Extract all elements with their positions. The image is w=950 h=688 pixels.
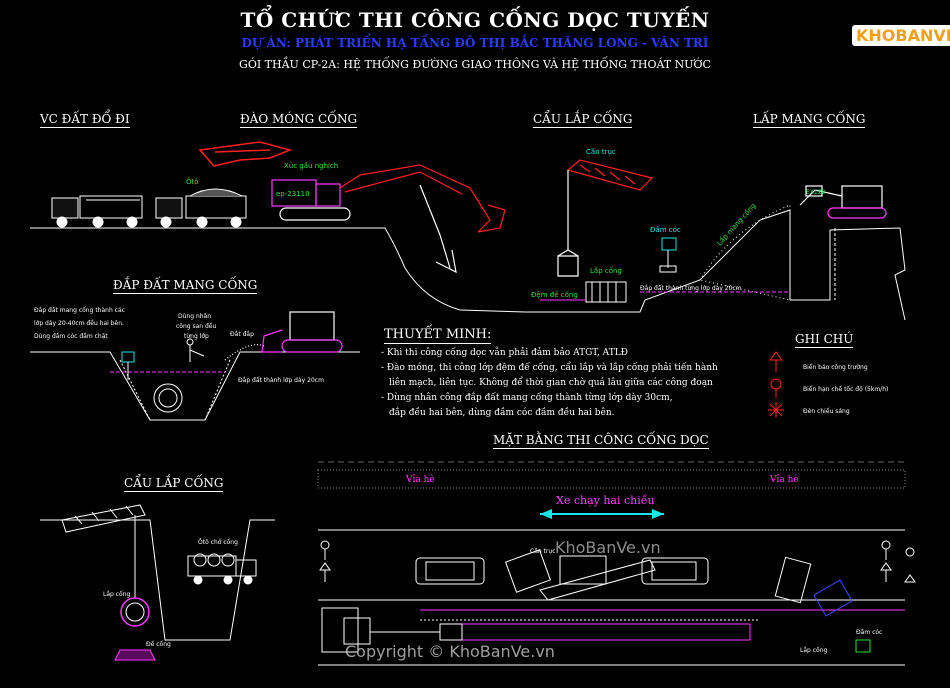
crane-label: Cần trục [586,148,616,156]
section-backfill-top: LẤP MANG CỐNG [753,112,866,128]
project-name: DỰ ÁN: PHÁT TRIỂN HẠ TẦNG ĐÔ THỊ BẮC THĂ… [241,36,709,50]
bedding-label: Đệm đế cống [531,291,578,299]
note-line: - Khi thi công cống dọc vẫn phải đảm bảo… [381,348,628,358]
plan-compactor-icon [855,639,871,653]
note-line: - Dùng nhân công đắp đất mang cống thành… [381,393,673,403]
dozer-icon [224,311,343,361]
plan-car-icon [415,557,485,585]
note-line: - Đào móng, thi công lớp đệm đế cống, cẩ… [381,363,718,373]
worker-note-3: từng lớp [184,333,209,340]
plan-signs-icon [319,540,916,583]
plan-roller-icon [774,556,853,617]
section-legend: GHI CHÚ [795,332,854,348]
ground-line [30,209,906,321]
fill-note-2: lớp dày 20-40cm đều hai bên. [34,319,124,327]
legend-item-speed: Biển hạn chế tốc độ (5km/h) [803,386,889,393]
small-excavator-icon [799,185,887,219]
worker-icon [186,338,205,362]
sign-icon [769,351,783,372]
section-plan: MẶT BẰNG THI CÔNG CỐNG DỌC [493,433,709,449]
sidewalk-right-label: Vỉa hè [769,474,799,485]
note-line: đắp đều hai bên, dùng đầm cóc đầm đều ha… [389,408,615,418]
compactor-label: Đầm cóc [650,226,681,234]
section-lift-top: CẨU LẮP CỐNG [533,112,633,128]
compactor-left-icon [121,351,135,380]
worker-note-2: công san đều [176,322,217,330]
speed-sign-icon [770,378,782,398]
watermark: KhoBanVe.vn [555,538,661,557]
truck-load-label: Ôtô [186,177,199,186]
legend-item-light: Đèn chiếu sáng [803,408,850,415]
plan-pipe-label: Lắp cống [800,647,828,654]
bedding2-label: Đế cống [146,641,171,648]
section-explain: THUYẾT MINH: [384,327,492,344]
pipe-bed-icon [540,281,627,303]
pipe-place-label: Lắp cống [590,266,622,275]
plan-excavator-icon [321,607,463,653]
worker-note-1: Dùng nhân [178,313,211,320]
backfill-slope-label: Lấp mang cống [716,202,758,248]
fill-note-3: Dùng đầm cóc đầm chặt [34,332,108,340]
trench-section [30,351,360,421]
logo: KHOBANVE [850,14,950,54]
dozer-label: Đắt đắp [230,331,254,338]
plan-compactor-label: Đầm cóc [856,628,882,636]
excavator-label: Xúc gầu nghịch [284,162,338,170]
crane-plan-label: Cần trục [530,547,556,555]
plan-view [317,461,906,666]
excavator2-id: EX120 [806,189,826,196]
excavator-id: ep-23110 [276,190,310,198]
excavator-icon [271,164,506,274]
layer-label: Đắp đất thành từng lớp dày 20cm [640,285,742,292]
bucket-icon [198,141,293,167]
package-name: GÓI THẦU CP-2A: HỆ THỐNG ĐƯỜNG GIAO THÔN… [239,58,711,71]
traffic-label: Xe chạy hai chiều [556,494,655,507]
section-haul: VC ĐẤT ĐỔ ĐI [40,112,130,128]
section-excavate: ĐÀO MÓNG CỐNG [240,112,358,128]
sidewalk-left-label: Vỉa hè [405,474,435,485]
crane-lift-section [40,504,275,661]
page-title: TỔ CHỨC THI CÔNG CỐNG DỌC TUYẾN [240,8,710,32]
copyright: Copyright © KhoBanVe.vn [345,642,555,661]
truck-pipes-icon [187,553,257,585]
section-backfill: ĐẮP ĐẤT MANG CỐNG [113,278,258,294]
truck2-label: Ôtô chở cống [198,539,238,546]
fill-mound [640,204,791,301]
crane-icon [557,159,654,277]
layer2-label: Đắp đất thành lớp dày 20cm [238,377,324,384]
truck-loaded-icon [155,188,247,228]
legend-item-sign: Biển báo công trường [803,364,868,371]
light-icon [768,402,784,418]
pipe-place2-label: Lắp cống [103,591,131,598]
plan-crane-icon [504,549,656,601]
note-line: liên mạch, liên tục. Không để thời gian … [389,378,713,388]
section-lift-bottom: CẨU LẮP CỐNG [124,476,224,492]
fill-note-1: Đắp đất mang cống thành các [34,307,125,314]
logo-text: KHOBANVE [852,25,950,46]
explain-notes: - Khi thi công cống dọc vẫn phải đảm bảo… [381,346,718,421]
truck-icon [51,195,143,228]
compactor-icon [659,237,677,273]
